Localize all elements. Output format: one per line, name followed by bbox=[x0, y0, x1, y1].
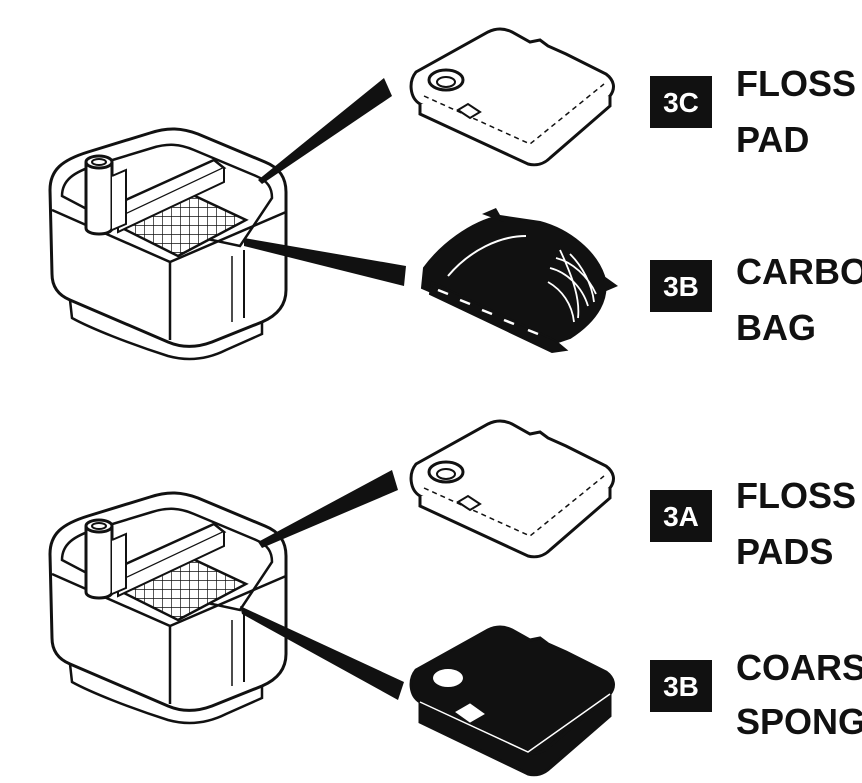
callout-3b-sponge: 3B COARSE SPONGE bbox=[650, 647, 862, 742]
part-name-line2: SPONGE bbox=[736, 701, 862, 742]
filter-basket-icon bbox=[48, 491, 288, 725]
leader-line-floss-pads bbox=[258, 470, 398, 548]
badge-box bbox=[650, 490, 712, 542]
badge-box bbox=[650, 260, 712, 312]
leader-line-floss-pad bbox=[258, 78, 392, 184]
callout-3a: 3A FLOSS PADS bbox=[650, 475, 856, 572]
callout-3b-carbon: 3B CARBON BAG bbox=[650, 251, 862, 348]
part-name-line2: BAG bbox=[736, 307, 816, 348]
part-name-line2: PAD bbox=[736, 119, 809, 160]
part-name-line1: FLOSS bbox=[736, 63, 856, 104]
callout-3c: 3C FLOSS PAD bbox=[650, 63, 856, 160]
leader-line-coarse-sponge bbox=[240, 606, 404, 700]
part-name-line2: PADS bbox=[736, 531, 833, 572]
badge-label: 3B bbox=[663, 671, 699, 702]
part-name-line1: CARBON bbox=[736, 251, 862, 292]
leader-line-carbon-bag bbox=[244, 238, 406, 286]
badge-label: 3A bbox=[663, 501, 699, 532]
floss-pads-icon bbox=[409, 419, 615, 559]
carbon-bag-icon bbox=[420, 208, 618, 354]
part-name-line1: FLOSS bbox=[736, 475, 856, 516]
coarse-sponge-icon bbox=[409, 625, 615, 777]
badge-label: 3B bbox=[663, 271, 699, 302]
badge-box bbox=[650, 660, 712, 712]
badge-label: 3C bbox=[663, 87, 699, 118]
badge-box bbox=[650, 76, 712, 128]
floss-pad-icon bbox=[409, 27, 615, 167]
part-name-line1: COARSE bbox=[736, 647, 862, 688]
